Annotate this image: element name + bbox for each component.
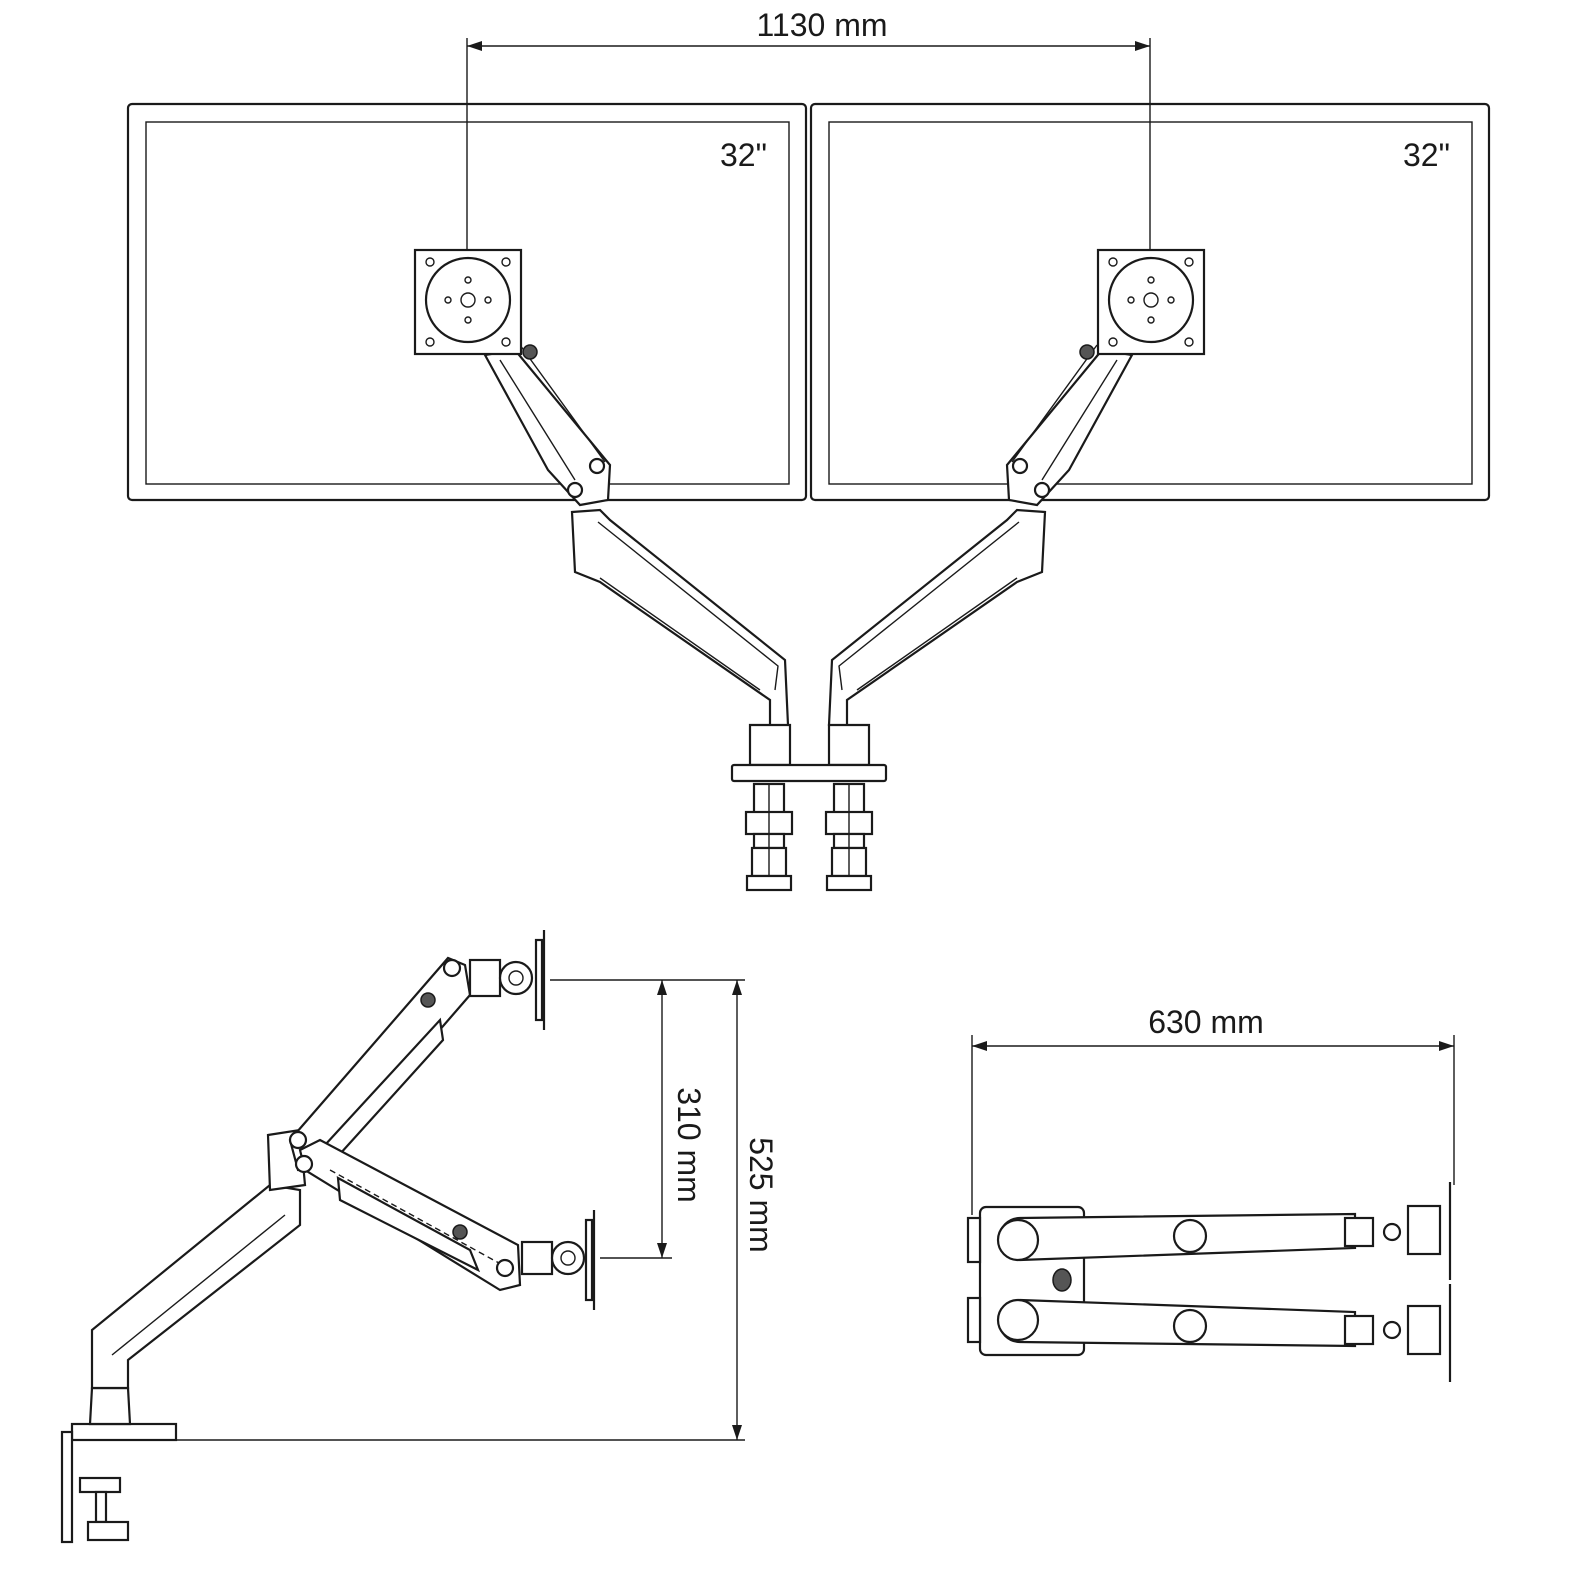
left-arm bbox=[413, 248, 792, 767]
arm-reach-dimension: 630 mm bbox=[971, 1004, 1455, 1215]
height-outer-label: 525 mm bbox=[743, 1137, 779, 1253]
left-monitor-size: 32" bbox=[720, 137, 767, 173]
right-monitor-size: 32" bbox=[1403, 137, 1450, 173]
left-monitor: 32" bbox=[126, 102, 808, 502]
height-inner-dimension: 310 mm bbox=[550, 979, 745, 1259]
top-view: 630 mm bbox=[966, 1004, 1455, 1382]
front-view: 1130 mm 32" 32" bbox=[126, 6, 1491, 892]
arm-reach-label: 630 mm bbox=[1148, 1004, 1264, 1040]
height-inner-label: 310 mm bbox=[671, 1087, 707, 1203]
right-monitor: 32" bbox=[809, 102, 1491, 502]
monitor-spacing-dimension: 1130 mm bbox=[466, 6, 1151, 300]
left-clamp bbox=[744, 782, 794, 892]
height-outer-dimension: 525 mm bbox=[732, 980, 779, 1440]
desk-base bbox=[730, 763, 888, 892]
monitor-spacing-label: 1130 mm bbox=[756, 7, 887, 43]
side-view: 310 mm 525 mm bbox=[60, 930, 779, 1544]
right-clamp bbox=[824, 782, 874, 892]
side-clamp bbox=[60, 1430, 130, 1544]
right-arm bbox=[827, 248, 1206, 767]
